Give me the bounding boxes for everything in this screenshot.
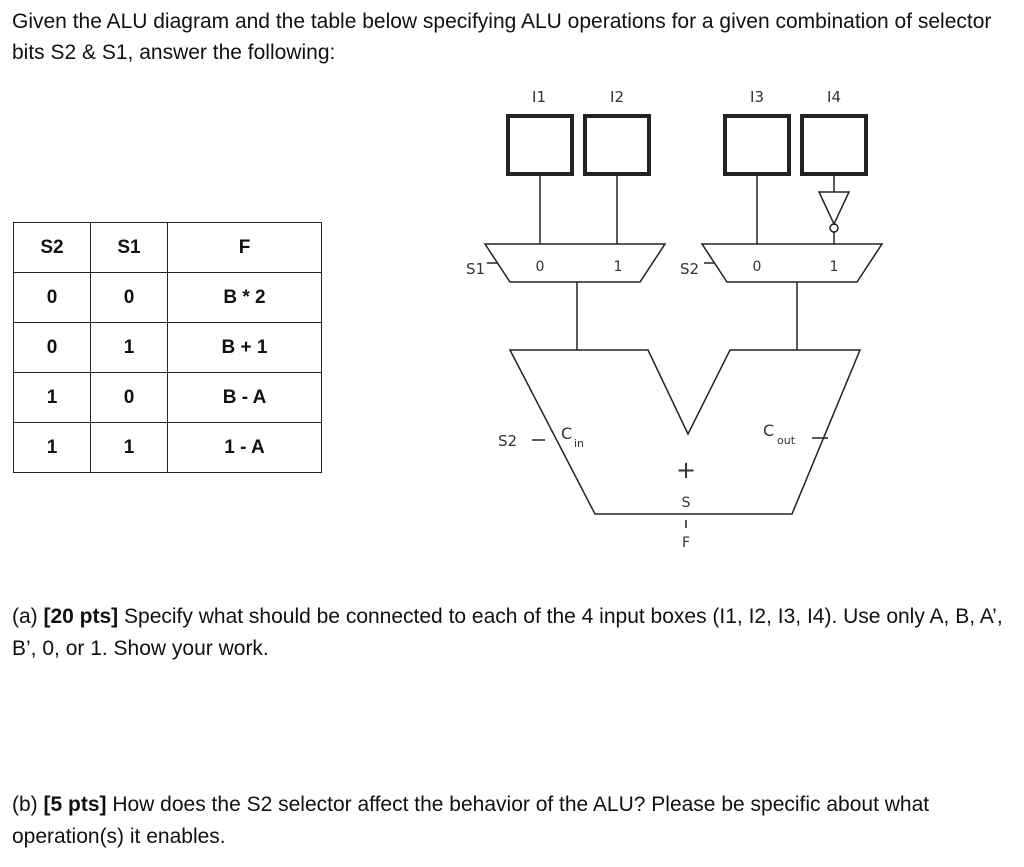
question-b-points: [5 pts] bbox=[43, 793, 107, 816]
label-i3: I3 bbox=[750, 88, 764, 106]
label-i1: I1 bbox=[532, 88, 546, 106]
mux-left-input-0: 0 bbox=[536, 259, 545, 275]
question-a-points: [20 pts] bbox=[43, 605, 119, 628]
header-s2: S2 bbox=[13, 222, 91, 273]
adder-plus: + bbox=[676, 456, 696, 484]
table-cell: 0 bbox=[90, 372, 168, 423]
table-cell: B + 1 bbox=[167, 322, 322, 373]
table-header-row: S2 S1 F bbox=[13, 222, 322, 273]
label-cout: C bbox=[763, 421, 774, 440]
inverter-triangle bbox=[817, 191, 851, 226]
input-box-i2 bbox=[583, 114, 651, 176]
input-box-i3 bbox=[723, 114, 791, 176]
question-b-text: How does the S2 selector affect the beha… bbox=[12, 793, 930, 848]
label-s1: S1 bbox=[466, 260, 485, 278]
table-row: 1 0 B - A bbox=[13, 372, 322, 423]
table-cell: 1 - A bbox=[167, 422, 322, 473]
question-a-text: Specify what should be connected to each… bbox=[12, 605, 1003, 660]
mux-right bbox=[700, 243, 884, 283]
alu-diagram: I1 I2 I3 I4 S1 S2 0 1 0 1 S2 C in C out … bbox=[466, 88, 884, 551]
mux-right-input-0: 0 bbox=[753, 259, 762, 275]
mux-left bbox=[483, 243, 667, 283]
table-cell: B - A bbox=[167, 372, 322, 423]
input-box-i4 bbox=[800, 114, 868, 176]
table-cell: 1 bbox=[13, 372, 91, 423]
label-cin-sub: in bbox=[574, 437, 584, 450]
mux-left-input-1: 1 bbox=[614, 259, 623, 275]
table-row: 0 0 B * 2 bbox=[13, 272, 322, 323]
problem-prompt: Given the ALU diagram and the table belo… bbox=[12, 10, 992, 64]
label-f: F bbox=[682, 535, 690, 551]
label-s2-mux: S2 bbox=[680, 260, 699, 278]
input-box-i1 bbox=[506, 114, 574, 176]
table-cell: 0 bbox=[13, 322, 91, 373]
table-cell: 1 bbox=[90, 422, 168, 473]
table-cell: 0 bbox=[90, 272, 168, 323]
question-b-label: (b) bbox=[12, 793, 44, 816]
table-cell: 1 bbox=[13, 422, 91, 473]
adder-shape bbox=[508, 349, 862, 515]
header-s1: S1 bbox=[90, 222, 168, 273]
question-b: (b) [5 pts] How does the S2 selector aff… bbox=[12, 789, 1012, 853]
label-s: S bbox=[682, 495, 691, 511]
alu-operations-table: S2 S1 F 0 0 B * 2 0 1 B + 1 1 0 B - A 1 … bbox=[13, 222, 322, 473]
question-a-label: (a) bbox=[12, 605, 44, 628]
label-i2: I2 bbox=[610, 88, 624, 106]
table-row: 1 1 1 - A bbox=[13, 422, 322, 473]
table-row: 0 1 B + 1 bbox=[13, 322, 322, 373]
label-s2-cin: S2 bbox=[498, 432, 517, 450]
label-cin: C bbox=[561, 424, 572, 443]
label-cout-sub: out bbox=[777, 434, 796, 447]
table-cell: B * 2 bbox=[167, 272, 322, 323]
table-cell: 1 bbox=[90, 322, 168, 373]
question-a: (a) [20 pts] Specify what should be conn… bbox=[12, 601, 1012, 665]
mux-right-input-1: 1 bbox=[830, 259, 839, 275]
table-cell: 0 bbox=[13, 272, 91, 323]
header-f: F bbox=[167, 222, 322, 273]
label-i4: I4 bbox=[827, 88, 841, 106]
